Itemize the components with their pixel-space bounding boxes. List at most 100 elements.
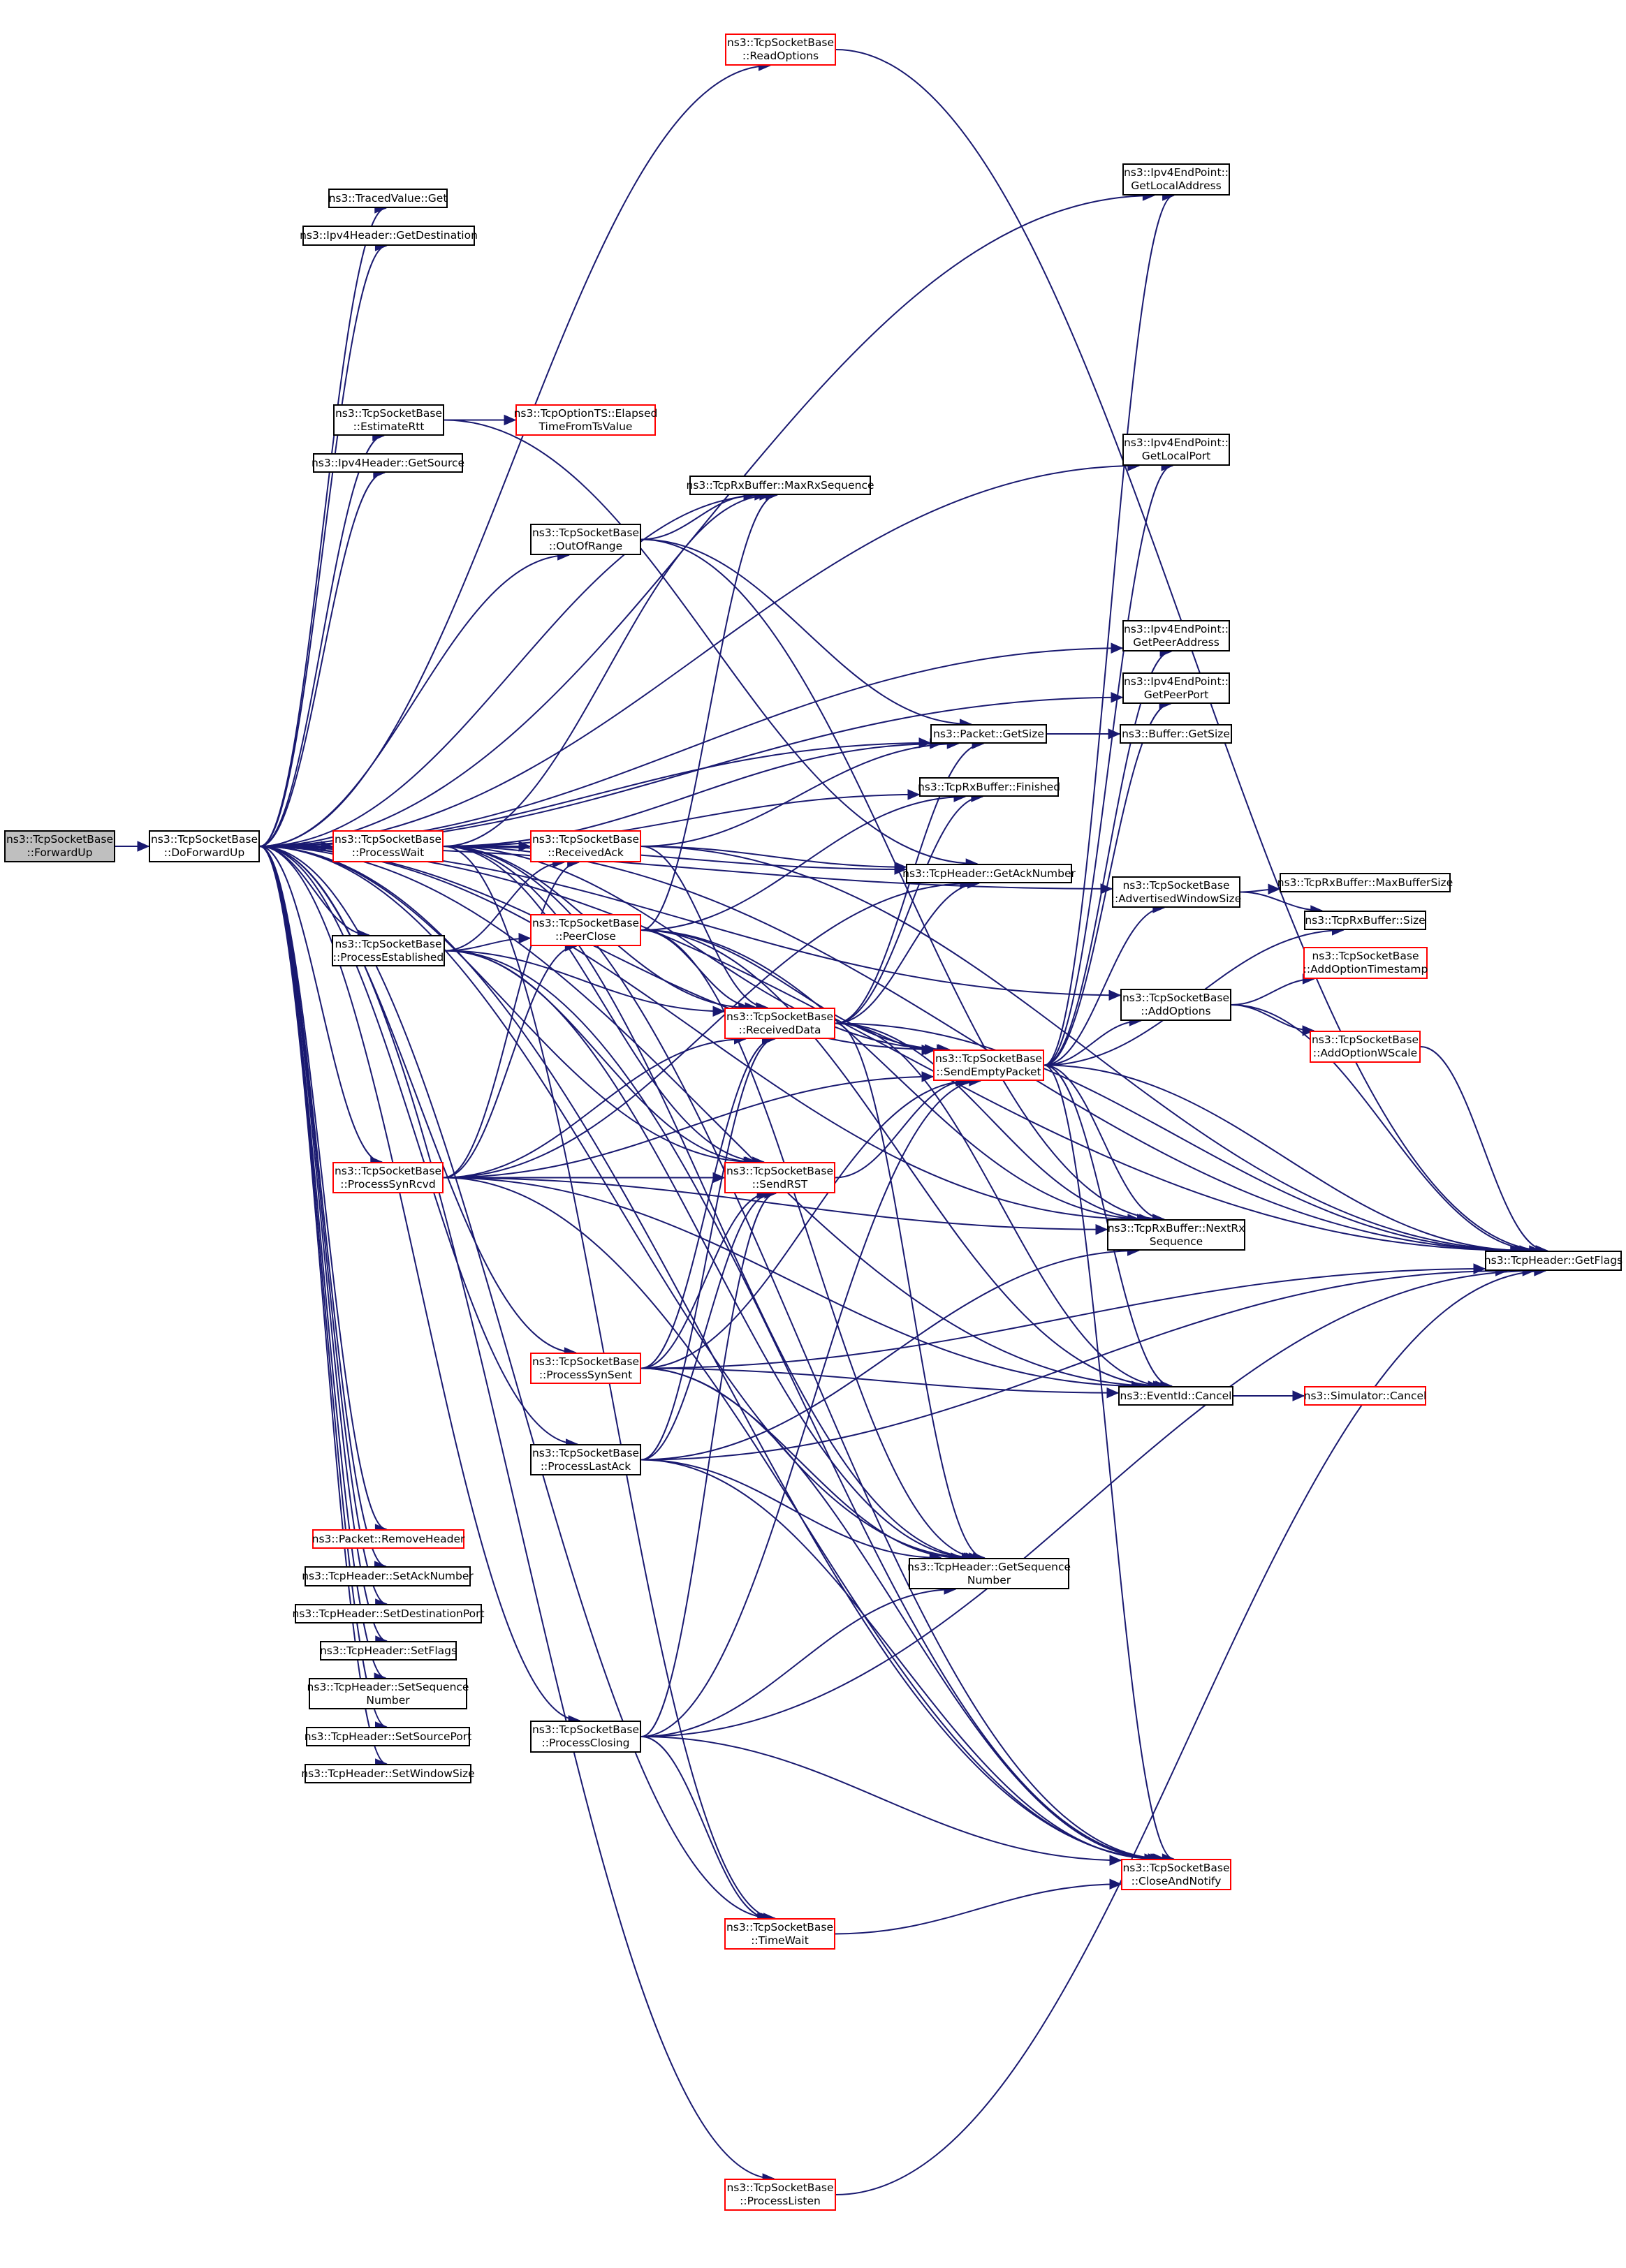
node-get-peer-port[interactable]: ns3::Ipv4EndPoint:: GetPeerPort [1122,672,1230,704]
node-send-rst[interactable]: ns3::TcpSocketBase ::SendRST [724,1162,835,1193]
node-process-listen[interactable]: ns3::TcpSocketBase ::ProcessListen [724,2179,836,2211]
edge-process-wait-to-get-ack-number [443,846,907,871]
edge-process-wait-to-packet-get-size [443,743,942,847]
node-set-sequence-number[interactable]: ns3::TcpHeader::SetSequence Number [307,1678,469,1709]
edge-add-options-to-get-flags [1231,1004,1541,1251]
node-get-local-address[interactable]: ns3::Ipv4EndPoint:: GetLocalAddress [1122,163,1230,196]
edge-process-syn-rcvd-to-received-data [443,1038,746,1179]
node-get-destination[interactable]: ns3::Ipv4Header::GetDestination [300,226,478,246]
edge-received-ack-to-received-data [640,846,768,1008]
node-peer-close[interactable]: ns3::TcpSocketBase ::PeerClose [530,914,641,946]
edge-process-closing-to-send-empty-packet [640,1080,981,1737]
node-estimate-rtt[interactable]: ns3::TcpSocketBase ::EstimateRtt [333,404,444,436]
node-max-buffer-size[interactable]: ns3::TcpRxBuffer::MaxBufferSize [1277,873,1453,892]
node-buffer-get-size[interactable]: ns3::Buffer::GetSize [1120,724,1232,744]
edge-send-empty-packet-to-get-local-port [1043,465,1173,1066]
node-set-ack-number[interactable]: ns3::TcpHeader::SetAckNumber [302,1566,474,1586]
edge-peer-close-to-finished [640,796,965,931]
node-process-wait[interactable]: ns3::TcpSocketBase ::ProcessWait [332,830,444,862]
node-traced-value-get[interactable]: ns3::TracedValue::Get [328,189,448,208]
node-get-flags[interactable]: ns3::TcpHeader::GetFlags [1484,1251,1623,1271]
edge-received-data-to-get-ack-number [835,883,979,1024]
node-read-options[interactable]: ns3::TcpSocketBase ::ReadOptions [725,34,836,66]
node-process-closing[interactable]: ns3::TcpSocketBase ::ProcessClosing [530,1721,641,1753]
edge-send-empty-packet-to-add-options [1043,1020,1141,1066]
edge-process-last-ack-to-received-data [640,1038,775,1461]
edge-add-options-to-add-option-timestamp [1231,978,1314,1006]
node-set-destination-port[interactable]: ns3::TcpHeader::SetDestinationPort [292,1604,485,1623]
arrowhead-icon [1106,1387,1120,1399]
edge-time-wait-to-close-and-notify [835,1883,1122,1935]
node-simulator-cancel[interactable]: ns3::Simulator::Cancel [1304,1386,1426,1406]
node-add-option-timestamp[interactable]: ns3::TcpSocketBase ::AddOptionTimestamp [1303,947,1428,979]
node-close-and-notify[interactable]: ns3::TcpSocketBase ::CloseAndNotify [1121,1859,1231,1890]
node-process-last-ack[interactable]: ns3::TcpSocketBase ::ProcessLastAck [530,1444,641,1475]
node-get-source[interactable]: ns3::Ipv4Header::GetSource [312,453,464,473]
node-event-id-cancel[interactable]: ns3::EventId::Cancel [1118,1386,1233,1406]
edge-do-forward-up-to-send-rst [259,846,756,1163]
edge-process-syn-sent-to-get-sequence-number [640,1367,962,1559]
edge-process-last-ack-to-get-sequence-number [640,1459,942,1559]
arrowhead-icon [1292,1390,1305,1401]
node-set-flags[interactable]: ns3::TcpHeader::SetFlags [320,1641,457,1660]
edge-process-syn-rcvd-to-next-rx-sequence [443,1177,1108,1230]
edge-send-empty-packet-to-close-and-notify [1043,1064,1174,1860]
node-elapsed-time[interactable]: ns3::TcpOptionTS::Elapsed TimeFromTsValu… [514,404,657,436]
node-out-of-range[interactable]: ns3::TcpSocketBase ::OutOfRange [530,524,641,555]
node-get-sequence-number[interactable]: ns3::TcpHeader::GetSequence Number [907,1558,1071,1589]
node-set-source-port[interactable]: ns3::TcpHeader::SetSourcePort [305,1727,471,1746]
edge-process-established-to-received-data [444,950,725,1012]
node-set-window-size[interactable]: ns3::TcpHeader::SetWindowSize [301,1764,475,1783]
node-send-empty-packet[interactable]: ns3::TcpSocketBase ::SendEmptyPacket [933,1050,1044,1081]
node-next-rx-sequence[interactable]: ns3::TcpRxBuffer::NextRx Sequence [1107,1219,1245,1251]
edge-process-syn-sent-to-send-empty-packet [640,1080,971,1369]
node-max-rx-sequence[interactable]: ns3::TcpRxBuffer::MaxRxSequence [687,476,874,495]
edge-received-data-to-event-id-cancel [835,1022,1167,1387]
edge-do-forward-up-to-process-closing [259,846,580,1721]
node-received-ack[interactable]: ns3::TcpSocketBase ::ReceivedAck [530,830,641,862]
arrowhead-icon [1108,728,1121,739]
edges-layer [115,49,1548,2195]
node-get-ack-number[interactable]: ns3::TcpHeader::GetAckNumber [902,864,1076,883]
edge-process-last-ack-to-close-and-notify [640,1459,1156,1860]
edge-do-forward-up-to-event-id-cancel [259,846,1160,1387]
node-do-forward-up[interactable]: ns3::TcpSocketBase ::DoForwardUp [149,830,260,862]
edge-received-data-to-get-sequence-number [835,1022,985,1559]
arrowhead-icon [137,841,150,852]
node-process-established[interactable]: ns3::TcpSocketBase ::ProcessEstablished [332,935,445,966]
edge-process-syn-sent-to-event-id-cancel [640,1367,1119,1394]
edge-do-forward-up-to-close-and-notify [259,846,1162,1860]
arrowhead-icon [1095,1223,1108,1235]
node-remove-header[interactable]: ns3::Packet::RemoveHeader [312,1529,464,1549]
edge-peer-close-to-event-id-cancel [640,929,1165,1387]
edge-do-forward-up-to-next-rx-sequence [259,846,1139,1220]
node-advertised-window-size[interactable]: ns3::TcpSocketBase ::AdvertisedWindowSiz… [1111,876,1241,908]
node-process-syn-sent[interactable]: ns3::TcpSocketBase ::ProcessSynSent [530,1353,641,1384]
edge-received-data-to-packet-get-size [835,743,984,1024]
edge-do-forward-up-to-process-last-ack [259,846,578,1445]
node-process-syn-rcvd[interactable]: ns3::TcpSocketBase ::ProcessSynRcvd [332,1162,444,1193]
node-add-options[interactable]: ns3::TcpSocketBase ::AddOptions [1120,989,1231,1021]
node-rx-buffer-size[interactable]: ns3::TcpRxBuffer::Size [1304,911,1426,930]
edge-process-closing-to-send-rst [640,1193,777,1737]
node-get-peer-address[interactable]: ns3::Ipv4EndPoint:: GetPeerAddress [1122,620,1230,651]
edge-send-empty-packet-to-get-peer-port [1043,703,1171,1066]
node-time-wait[interactable]: ns3::TcpSocketBase ::TimeWait [724,1918,835,1950]
edge-process-wait-to-send-empty-packet [443,846,950,1050]
edge-peer-close-to-next-rx-sequence [640,929,1149,1220]
node-get-local-port[interactable]: ns3::Ipv4EndPoint:: GetLocalPort [1122,434,1230,466]
edge-send-empty-packet-to-next-rx-sequence [1043,1064,1164,1220]
edge-do-forward-up-to-get-peer-port [259,696,1123,847]
arrowhead-icon [518,932,532,944]
arrowhead-icon [918,737,932,749]
node-finished[interactable]: ns3::TcpRxBuffer::Finished [918,777,1060,797]
edge-process-syn-rcvd-to-peer-close [443,945,577,1179]
node-received-data[interactable]: ns3::TcpSocketBase ::ReceivedData [724,1008,835,1039]
node-packet-get-size[interactable]: ns3::Packet::GetSize [930,724,1047,744]
edge-process-syn-sent-to-close-and-notify [640,1367,1160,1860]
arrowhead-icon [907,789,921,800]
node-add-option-wscale[interactable]: ns3::TcpSocketBase ::AddOptionWScale [1310,1031,1421,1063]
edge-process-closing-to-get-flags [640,1270,1535,1737]
edge-add-option-wscale-to-get-flags [1420,1046,1548,1251]
